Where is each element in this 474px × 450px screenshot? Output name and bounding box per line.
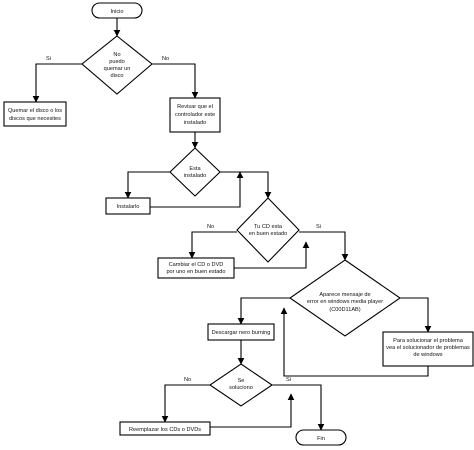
edge-d3-si	[299, 231, 349, 261]
d5-line-2: soluciono	[229, 385, 253, 391]
cambiar-line-1: Cambiar el CD o DVD	[169, 262, 224, 268]
d2-line-2: instalado	[184, 173, 206, 179]
d1-line-4: disco	[110, 73, 123, 79]
solucionar-line-2: vea el solucionador de problemas	[386, 345, 470, 351]
edge-instalarlo-back	[150, 171, 244, 208]
solucionar-line-1: Para solucionar el problema	[393, 338, 464, 344]
edge-d5-no	[161, 384, 210, 423]
reemplazar-label: Reemplazar los CDs o DVDs	[129, 427, 201, 433]
edge-d2-right	[220, 171, 272, 199]
edge-reemplazar-back	[210, 393, 295, 428]
node-inicio-label: Inicio	[110, 9, 123, 15]
instalarlo-label: Instalarlo	[117, 204, 140, 210]
cambiar-line-2: por uno en buen estado	[166, 269, 225, 275]
d1-line-3: quemar un	[104, 66, 131, 72]
label-d5-no: No	[184, 377, 191, 383]
revisar-line-1: Revisar que el	[177, 104, 213, 110]
node-instalarlo: Instalarlo	[105, 197, 151, 215]
node-fin-label: Fin	[317, 436, 325, 442]
edge-d3-no	[188, 231, 237, 259]
edge-d4-left	[237, 297, 290, 325]
decision-d3: Tu CD esta en buen estado	[236, 197, 300, 263]
node-quemar: Quemar el disco o los discos que necesit…	[3, 101, 67, 127]
revisar-line-3: instalado	[184, 120, 206, 126]
node-cambiar: Cambiar el CD o DVD por uno en buen esta…	[157, 257, 235, 279]
label-d3-no: No	[207, 224, 214, 230]
label-d1-no: No	[162, 56, 169, 62]
label-d5-si: Si	[286, 377, 291, 383]
solucionar-line-3: de windows	[413, 352, 442, 358]
quemar-line-2: discos que necesites	[9, 116, 61, 122]
edges	[32, 18, 432, 431]
node-revisar: Revisar que el controlador este instalad…	[169, 97, 221, 133]
node-inicio: Inicio	[91, 2, 143, 19]
decision-d4: Aparece mensaje de error en windows medi…	[289, 259, 401, 337]
d4-line-1: Aparece mensaje de	[319, 292, 370, 298]
edge-d1-no	[152, 63, 199, 99]
d5-line-1: Se	[238, 378, 245, 384]
d2-line-1: Esta	[189, 166, 201, 172]
edge-d2-left	[124, 171, 170, 199]
revisar-line-2: controlador este	[175, 112, 215, 118]
decision-d5: Se soluciono	[209, 363, 273, 407]
node-fin: Fin	[295, 429, 347, 446]
label-d1-si: Si	[46, 56, 51, 62]
d3-line-1: Tu CD esta	[254, 224, 283, 230]
d4-line-3: (C00D11AB)	[329, 307, 360, 313]
node-descargar: Descargar nero burning	[207, 323, 275, 341]
edge-labels: Si No No Si No Si	[46, 56, 321, 383]
edge-d4-right	[400, 297, 432, 333]
d3-line-2: en buen estado	[249, 231, 288, 237]
decision-d1: No puedo quemar un disco	[81, 35, 153, 95]
edge-solucionar-back	[280, 307, 429, 377]
decision-d2: Esta instalado	[169, 147, 221, 197]
node-reemplazar: Reemplazar los CDs o DVDs	[119, 421, 211, 436]
d1-line-1: No	[113, 52, 120, 58]
edge-d1-si	[32, 63, 82, 103]
d4-line-2: error en windows media player	[307, 299, 383, 305]
quemar-line-1: Quemar el disco o los	[8, 108, 62, 114]
edge-cambiar-back	[234, 241, 310, 269]
d1-line-2: puedo	[109, 59, 125, 65]
edge-d5-si	[272, 384, 325, 431]
descargar-label: Descargar nero burning	[212, 330, 271, 336]
label-d3-si: Si	[316, 224, 321, 230]
node-solucionar: Para solucionar el problema vea el soluc…	[382, 331, 474, 367]
